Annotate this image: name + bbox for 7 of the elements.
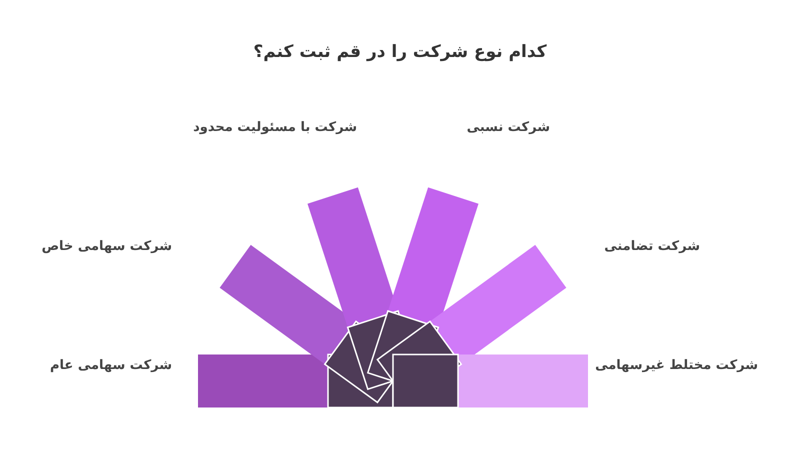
category-label: شرکت مختلط غیرسهامی xyxy=(595,358,758,373)
category-label: شرکت تضامنی xyxy=(604,239,700,254)
category-label: شرکت سهامی خاص xyxy=(42,239,172,254)
category-label: شرکت با مسئولیت محدود xyxy=(193,120,357,135)
category-label: شرکت نسبی xyxy=(466,120,550,135)
diagram-title: کدام نوع شرکت را در قم ثبت کنم؟ xyxy=(252,42,548,62)
category-label: شرکت سهامی عام xyxy=(50,358,172,373)
